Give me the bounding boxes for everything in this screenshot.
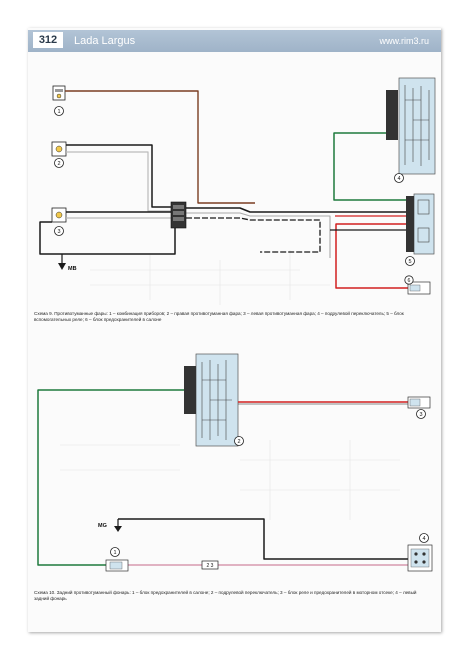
wire-bundle-black-2 [186,217,321,253]
site-url: www.rim3.ru [379,36,429,46]
component-2-number-circle [54,158,64,168]
scheme-2-component-4-number-circle [419,533,429,543]
scheme-2: 2 3 1 [37,353,433,572]
component-4-number: 4 [397,176,400,182]
header-bar [28,30,441,52]
scheme-2-wires [37,389,408,566]
wire-ground-black [118,518,408,560]
component-6-fuse-block [407,281,431,295]
inline-connector [201,560,219,570]
component-2-lamp-icon [55,145,63,153]
scheme-2-component-3-block [407,396,431,409]
component-5-number: 5 [408,259,411,265]
component-6-label-circle [404,275,414,285]
scheme-1-caption: Схема 9. Противотуманные фары: 1 – комби… [34,311,404,322]
wire-relay-green [333,132,408,201]
component-6-number: 6 [408,278,411,284]
ground-symbol-mb [58,254,66,270]
scheme-2-component-2-number-circle [234,436,244,446]
page-number: 312 [33,32,63,48]
wire-relay-red-down [335,223,408,289]
scheme-2-component-1-number: 1 [113,550,116,556]
scheme-2-background-traces [60,440,400,520]
scheme-1-wires [39,90,408,289]
component-1-number: 1 [57,109,60,115]
component-5-number-circle [405,256,415,266]
scheme-1-background-traces [90,250,330,305]
scheme-1: 1 2 3 [39,77,436,305]
wire-bundle-black [186,207,335,213]
scheme-2-component-2-switch [184,353,239,447]
page-sheet [28,28,441,632]
component-1-pins [55,89,63,92]
component-2-number: 2 [57,161,60,167]
ground-label-mb: MB [68,266,77,272]
scheme-2-component-1-block [105,559,129,572]
component-1-lamp-icon [56,93,62,99]
component-4-switch [386,77,436,175]
wire-1-brown [65,90,255,204]
scheme-2-component-4-number: 4 [422,536,425,542]
scheme-2-component-1-number-circle [110,547,120,557]
scheme-2-component-2-number: 2 [237,439,240,445]
ground-label-mg: MG [98,523,107,529]
central-connector [170,201,187,229]
scheme-2-component-4-lamp [407,544,433,572]
wire-green-left [37,389,184,566]
inline-connector-label: 2 3 [207,563,214,569]
scheme-2-component-3-number: 3 [419,412,422,418]
book-title: Lada Largus [74,35,136,47]
scheme-2-component-3-number-circle [416,409,426,419]
scheme-2-caption: Схема 10. Задний противотуманный фонарь:… [34,590,417,601]
wire-2-white [66,151,172,212]
component-3-number: 3 [57,229,60,235]
component-4-number-circle [394,173,404,183]
ground-symbol-mg [114,519,122,532]
component-3-lamp-icon [55,211,63,219]
component-1-number-circle [54,106,64,116]
wire-2-black [66,144,172,208]
component-5-relay-block [406,193,435,255]
component-3-number-circle [54,226,64,236]
